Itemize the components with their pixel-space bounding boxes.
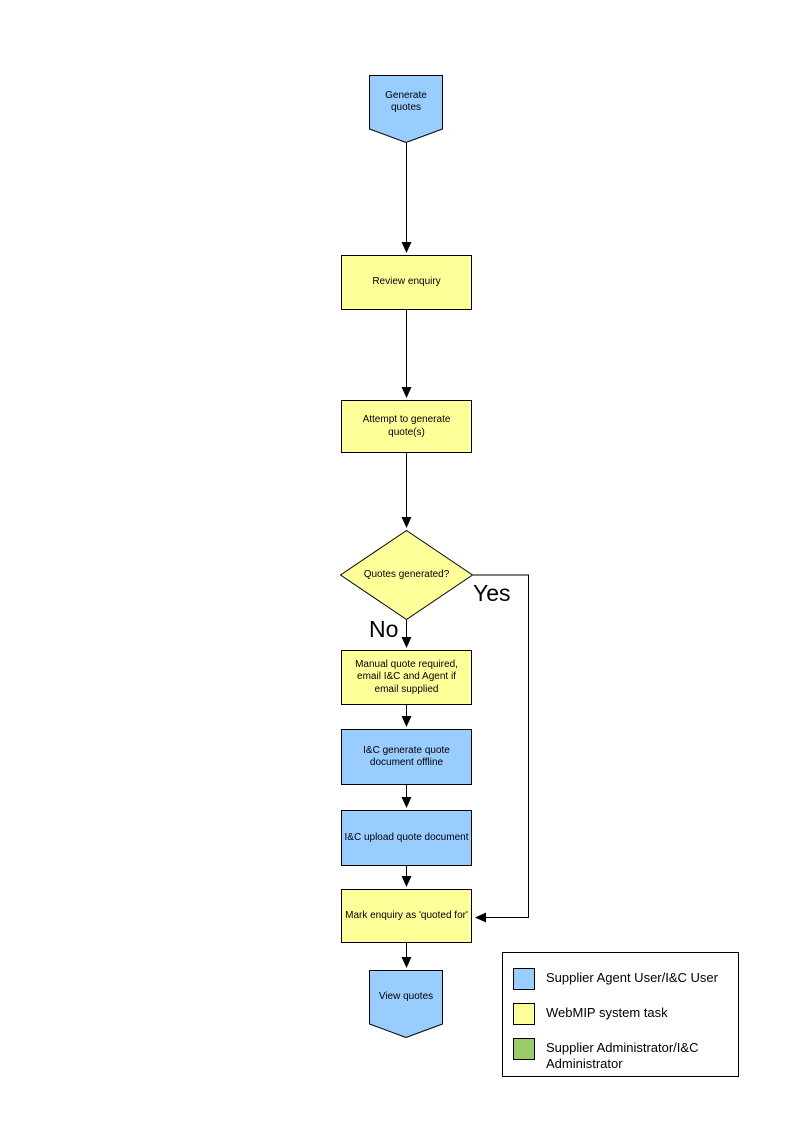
legend-swatch-yellow xyxy=(513,1003,535,1025)
terminator-shape xyxy=(369,970,443,1038)
node-end-terminator: View quotes xyxy=(369,970,443,1038)
legend-label: WebMIP system task xyxy=(546,1005,668,1020)
node-label: Manual quote required, email I&C and Age… xyxy=(355,658,458,695)
node-mark-quoted: Mark enquiry as 'quoted for' xyxy=(341,889,472,943)
node-label: Generate quotes xyxy=(385,89,427,114)
node-label: Attempt to generate quote(s) xyxy=(362,414,451,438)
node-decision-quotes-generated: Quotes generated? xyxy=(340,530,473,620)
node-label: Quotes generated? xyxy=(363,568,450,580)
node-attempt-generate: Attempt to generate quote(s) xyxy=(341,400,472,453)
node-label: I&C upload quote document xyxy=(344,831,469,843)
node-manual-quote: Manual quote required, email I&C and Age… xyxy=(341,650,472,705)
node-start-terminator: Generate quotes xyxy=(369,75,443,143)
node-upload-quote: I&C upload quote document xyxy=(341,810,472,866)
node-label: Mark enquiry as 'quoted for' xyxy=(345,909,468,921)
branch-label-yes: Yes xyxy=(473,580,511,606)
legend-item-system-task: WebMIP system task xyxy=(513,1003,732,1025)
legend-item-administrator: Supplier Administrator/I&C Administrator xyxy=(513,1038,732,1072)
legend-swatch-green xyxy=(513,1038,535,1060)
node-label: View quotes xyxy=(378,990,434,1002)
node-label: I&C generate quote document offline xyxy=(363,744,450,769)
edge-decision-mark-yes xyxy=(472,574,529,923)
node-label: Review enquiry xyxy=(372,276,441,288)
node-review-enquiry: Review enquiry xyxy=(341,255,472,310)
legend-item-agent-user: Supplier Agent User/I&C User xyxy=(513,968,732,990)
legend-label: Supplier Agent User/I&C User xyxy=(546,970,718,985)
node-generate-offline: I&C generate quote document offline xyxy=(341,729,472,785)
legend: Supplier Agent User/I&C User WebMIP syst… xyxy=(502,952,739,1077)
decision-diamond-shape xyxy=(340,530,473,620)
terminator-shape xyxy=(369,75,443,143)
branch-label-no: No xyxy=(369,616,399,642)
legend-swatch-blue xyxy=(513,968,535,990)
legend-label: Supplier Administrator/I&C Administrator xyxy=(546,1040,699,1071)
